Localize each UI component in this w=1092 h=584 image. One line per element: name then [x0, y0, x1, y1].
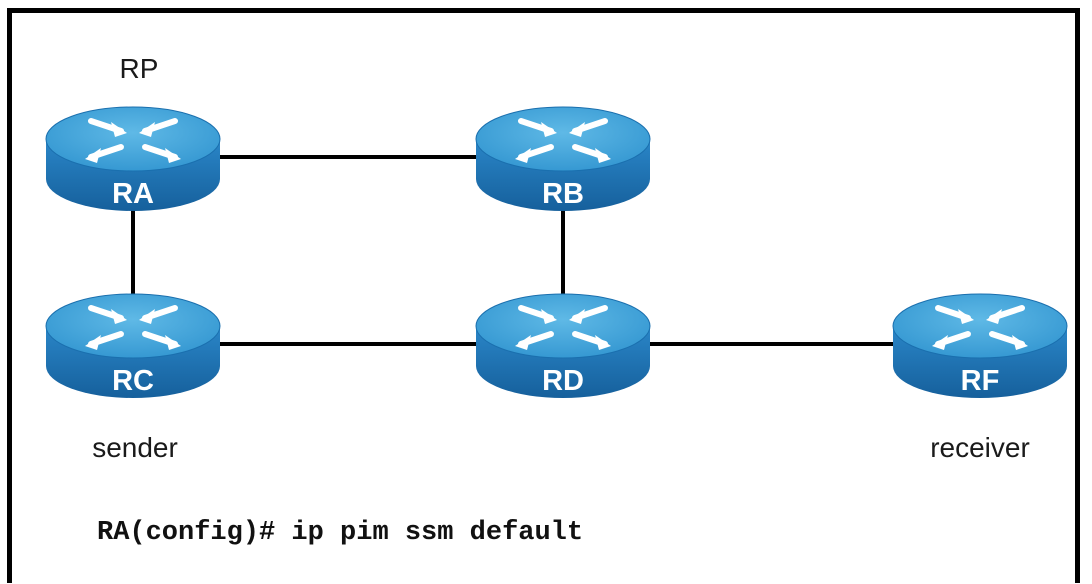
config-command: RA(config)# ip pim ssm default — [97, 518, 583, 548]
router-label-rc: RC — [112, 365, 154, 397]
router-label-rb: RB — [542, 178, 584, 210]
router-label-rf: RF — [961, 365, 1000, 397]
sender-label: sender — [92, 432, 178, 463]
routers-layer: RA RB RC RD RF — [46, 107, 1067, 398]
router-rd: RD — [476, 294, 650, 398]
diagram-frame — [7, 8, 1080, 583]
router-rf: RF — [893, 294, 1067, 398]
receiver-label: receiver — [930, 432, 1030, 463]
router-rb: RB — [476, 107, 650, 211]
router-label-rd: RD — [542, 365, 584, 397]
rp-label: RP — [120, 53, 159, 84]
router-ra: RA — [46, 107, 220, 211]
router-label-ra: RA — [112, 178, 154, 210]
router-rc: RC — [46, 294, 220, 398]
